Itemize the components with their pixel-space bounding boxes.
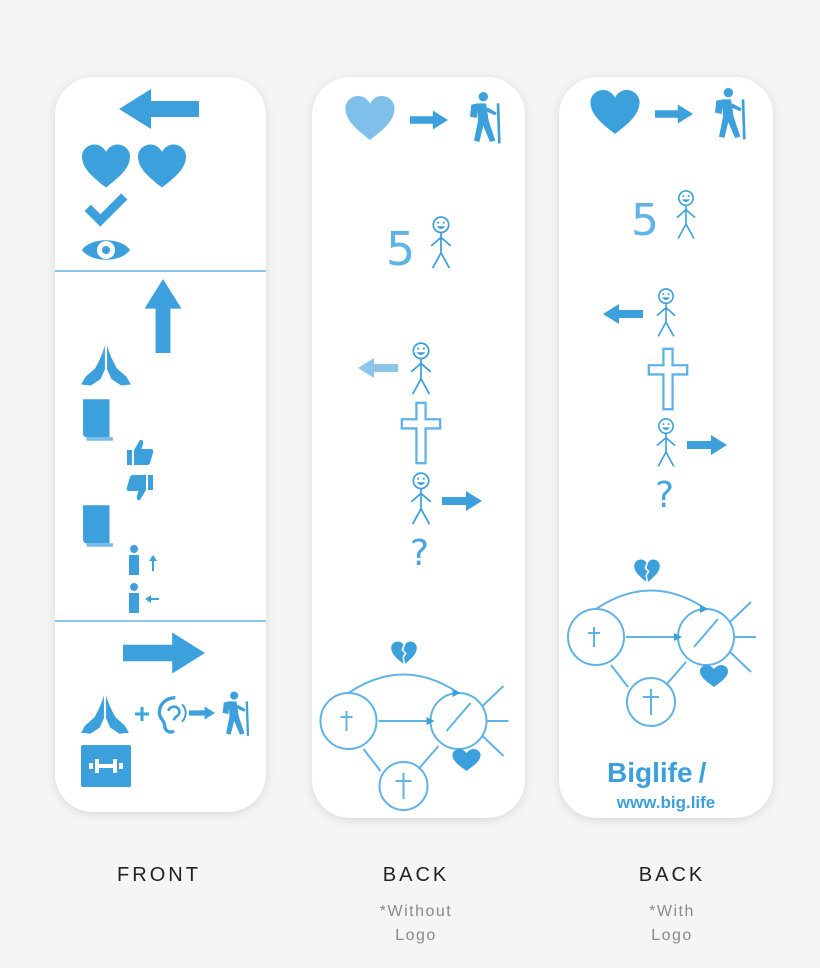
arrow-right-icon [123, 632, 205, 674]
person-left-icon [129, 583, 159, 613]
note-line: Logo [395, 927, 437, 944]
front-card [55, 77, 266, 812]
note-line: Logo [651, 927, 693, 944]
caption-back: BACK [638, 864, 706, 886]
thumbs-up-icon [127, 439, 154, 465]
check-icon [84, 193, 128, 227]
arrow-right-icon [687, 435, 727, 455]
book-icon [83, 399, 113, 441]
eye-icon [82, 240, 130, 260]
person-up-icon [129, 545, 157, 575]
stick-figure-icon [430, 216, 452, 270]
brand-logo: Biglife/ [607, 757, 706, 789]
back-card-without-logo: 5 ? [312, 77, 525, 818]
arrow-right-icon [655, 104, 693, 124]
arrow-right-icon [189, 706, 215, 720]
number-five: 5 [386, 222, 415, 276]
stick-figure-icon [655, 418, 677, 468]
hiker-icon [715, 88, 746, 140]
note-line: *With [649, 903, 695, 920]
logo-slash: / [698, 757, 707, 788]
stick-figure-icon [655, 288, 677, 338]
arrow-right-icon [410, 110, 448, 130]
stick-figure-icon [410, 342, 432, 396]
section-divider [55, 270, 266, 272]
arrow-up-icon [144, 279, 182, 353]
life-cycle-diagram [319, 673, 510, 811]
number-five: 5 [631, 195, 659, 246]
hiker-icon [222, 691, 250, 736]
note-with-logo: *With Logo [572, 900, 772, 948]
dumbbell-icon [81, 745, 131, 787]
brand-url: www.big.life [616, 793, 716, 812]
stick-figure-icon [410, 472, 432, 526]
brand-name: Biglife [607, 757, 693, 788]
back-card-with-logo: 5 ? Biglife/ www.big.life [559, 77, 773, 818]
caption-back: BACK [382, 864, 450, 886]
note-without-logo: *Without Logo [316, 900, 516, 948]
note-line: *Without [379, 903, 453, 920]
cross-icon [647, 347, 689, 411]
stick-figure-icon [675, 190, 697, 240]
arrow-left-icon [358, 358, 398, 378]
hiker-icon [470, 92, 501, 144]
question-mark: ? [410, 533, 429, 574]
arrow-right-icon [442, 491, 482, 511]
plus-icon [135, 707, 149, 721]
praying-hands-icon [81, 345, 131, 386]
heart-icon [138, 144, 186, 188]
heart-icon [345, 96, 395, 140]
section-divider [55, 620, 266, 622]
heart-icon [590, 90, 640, 134]
broken-heart-icon [391, 641, 417, 664]
question-mark: ? [655, 475, 674, 516]
life-cycle-diagram [566, 589, 758, 727]
ear-icon [157, 695, 188, 734]
arrow-left-icon [119, 89, 199, 129]
cross-icon [400, 401, 442, 465]
caption-front: FRONT [117, 864, 201, 886]
arrow-left-icon [603, 304, 643, 324]
heart-icon [82, 144, 130, 188]
book-icon [83, 505, 113, 547]
praying-hands-icon [81, 695, 129, 734]
broken-heart-icon [634, 559, 660, 582]
thumbs-down-icon [126, 475, 153, 501]
